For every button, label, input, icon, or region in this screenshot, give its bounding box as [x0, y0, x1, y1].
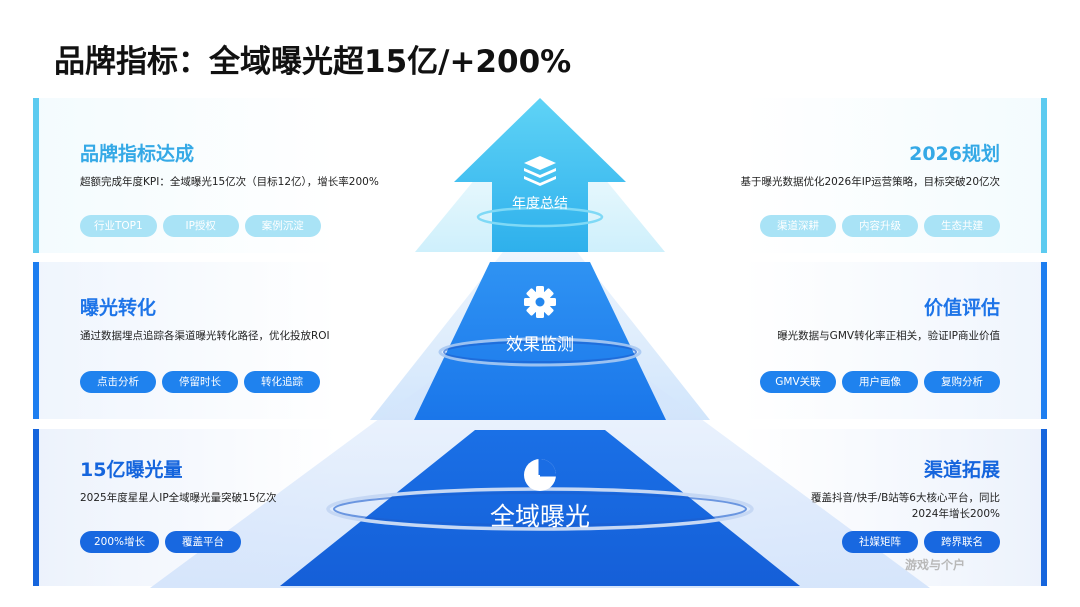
tag[interactable]: GMV关联	[760, 371, 836, 393]
tag-group: 社媒矩阵 跨界联名	[842, 531, 1000, 553]
block-description: 曝光数据与GMV转化率正相关，验证IP商业价值	[777, 330, 1000, 342]
band-edge-right	[1041, 262, 1047, 419]
band-edge-right	[1041, 429, 1047, 586]
tag[interactable]: 案例沉淀	[244, 215, 321, 237]
tag-group: 点击分析 停留时长 转化追踪	[80, 371, 320, 393]
tag[interactable]: 停留时长	[162, 371, 238, 393]
block-exposure-conversion: 曝光转化 通过数据埋点追踪各渠道曝光转化路径，优化投放ROI 点击分析 停留时长…	[80, 296, 400, 393]
block-value-assessment: 价值评估 曝光数据与GMV转化率正相关，验证IP商业价值 GMV关联 用户画像 …	[680, 296, 1000, 393]
block-2026-plan: 2026规划 基于曝光数据优化2026年IP运营策略，目标突破20亿次 渠道深耕…	[680, 142, 1000, 237]
tag-group: 渠道深耕 内容升级 生态共建	[760, 215, 1000, 237]
level-label-monitoring: 效果监测	[506, 335, 574, 355]
tag[interactable]: 社媒矩阵	[842, 531, 918, 553]
tag[interactable]: 覆盖平台	[165, 531, 242, 553]
ring-middle-inner	[443, 341, 637, 363]
ring-bottom-inner	[333, 492, 747, 526]
block-description: 覆盖抖音/快手/B站等6大核心平台，同比 2024年增长200%	[680, 490, 1000, 522]
block-heading: 渠道拓展	[923, 459, 1000, 481]
block-heading: 价值评估	[923, 297, 1000, 319]
band-edge-left	[33, 429, 39, 586]
block-1.5b-exposure: 15亿曝光量 2025年度星星人IP全域曝光量突破15亿次 200%增长 覆盖平…	[80, 458, 400, 553]
watermark: 游戏与个户	[905, 558, 966, 572]
tag[interactable]: 200%增长	[80, 531, 160, 553]
block-description: 通过数据埋点追踪各渠道曝光转化路径，优化投放ROI	[80, 330, 330, 342]
gear-icon	[524, 286, 556, 318]
tag[interactable]: 用户画像	[842, 371, 918, 393]
tag-group: GMV关联 用户画像 复购分析	[760, 371, 1000, 393]
block-brand-kpi: 品牌指标达成 超额完成年度KPI：全域曝光15亿次（目标12亿），增长率200%…	[80, 142, 379, 237]
tag-group: 行业TOP1 IP授权 案例沉淀	[80, 215, 321, 237]
band-edge-left	[33, 262, 39, 419]
block-description: 基于曝光数据优化2026年IP运营策略，目标突破20亿次	[740, 176, 1000, 188]
tag[interactable]: 渠道深耕	[760, 215, 836, 237]
block-channel-expansion: 渠道拓展 覆盖抖音/快手/B站等6大核心平台，同比 2024年增长200% 社媒…	[680, 458, 1000, 553]
block-heading: 品牌指标达成	[80, 143, 195, 165]
tag-group: 200%增长 覆盖平台	[80, 531, 242, 553]
pie-chart-icon	[524, 459, 556, 491]
band-edge-right	[1041, 98, 1047, 253]
tag[interactable]: 复购分析	[924, 371, 1000, 393]
tag[interactable]: 行业TOP1	[80, 215, 157, 237]
level-label-exposure: 全域曝光	[489, 502, 590, 531]
pyramid-base	[280, 430, 800, 586]
tag[interactable]: 内容升级	[842, 215, 918, 237]
level-label-summary: 年度总结	[512, 196, 568, 212]
description-line: 覆盖抖音/快手/B站等6大核心平台，同比	[811, 492, 1000, 504]
band-edge-left	[33, 98, 39, 253]
block-heading: 15亿曝光量	[80, 459, 183, 481]
tag[interactable]: 转化追踪	[244, 371, 320, 393]
block-heading: 2026规划	[909, 143, 1000, 165]
ring-top	[476, 206, 604, 228]
tag[interactable]: IP授权	[162, 215, 239, 237]
tag[interactable]: 跨界联名	[924, 531, 1000, 553]
block-heading: 曝光转化	[80, 297, 157, 319]
page-title: 品牌指标：全域曝光超15亿/+200%	[54, 44, 572, 80]
description-line: 2024年增长200%	[911, 508, 1000, 520]
ring-middle	[438, 337, 642, 367]
block-description: 超额完成年度KPI：全域曝光15亿次（目标12亿），增长率200%	[80, 176, 379, 188]
tag[interactable]: 点击分析	[80, 371, 156, 393]
tag[interactable]: 生态共建	[924, 215, 1000, 237]
block-description: 2025年度星星人IP全域曝光量突破15亿次	[80, 492, 277, 504]
stack-layers-icon	[524, 156, 556, 186]
